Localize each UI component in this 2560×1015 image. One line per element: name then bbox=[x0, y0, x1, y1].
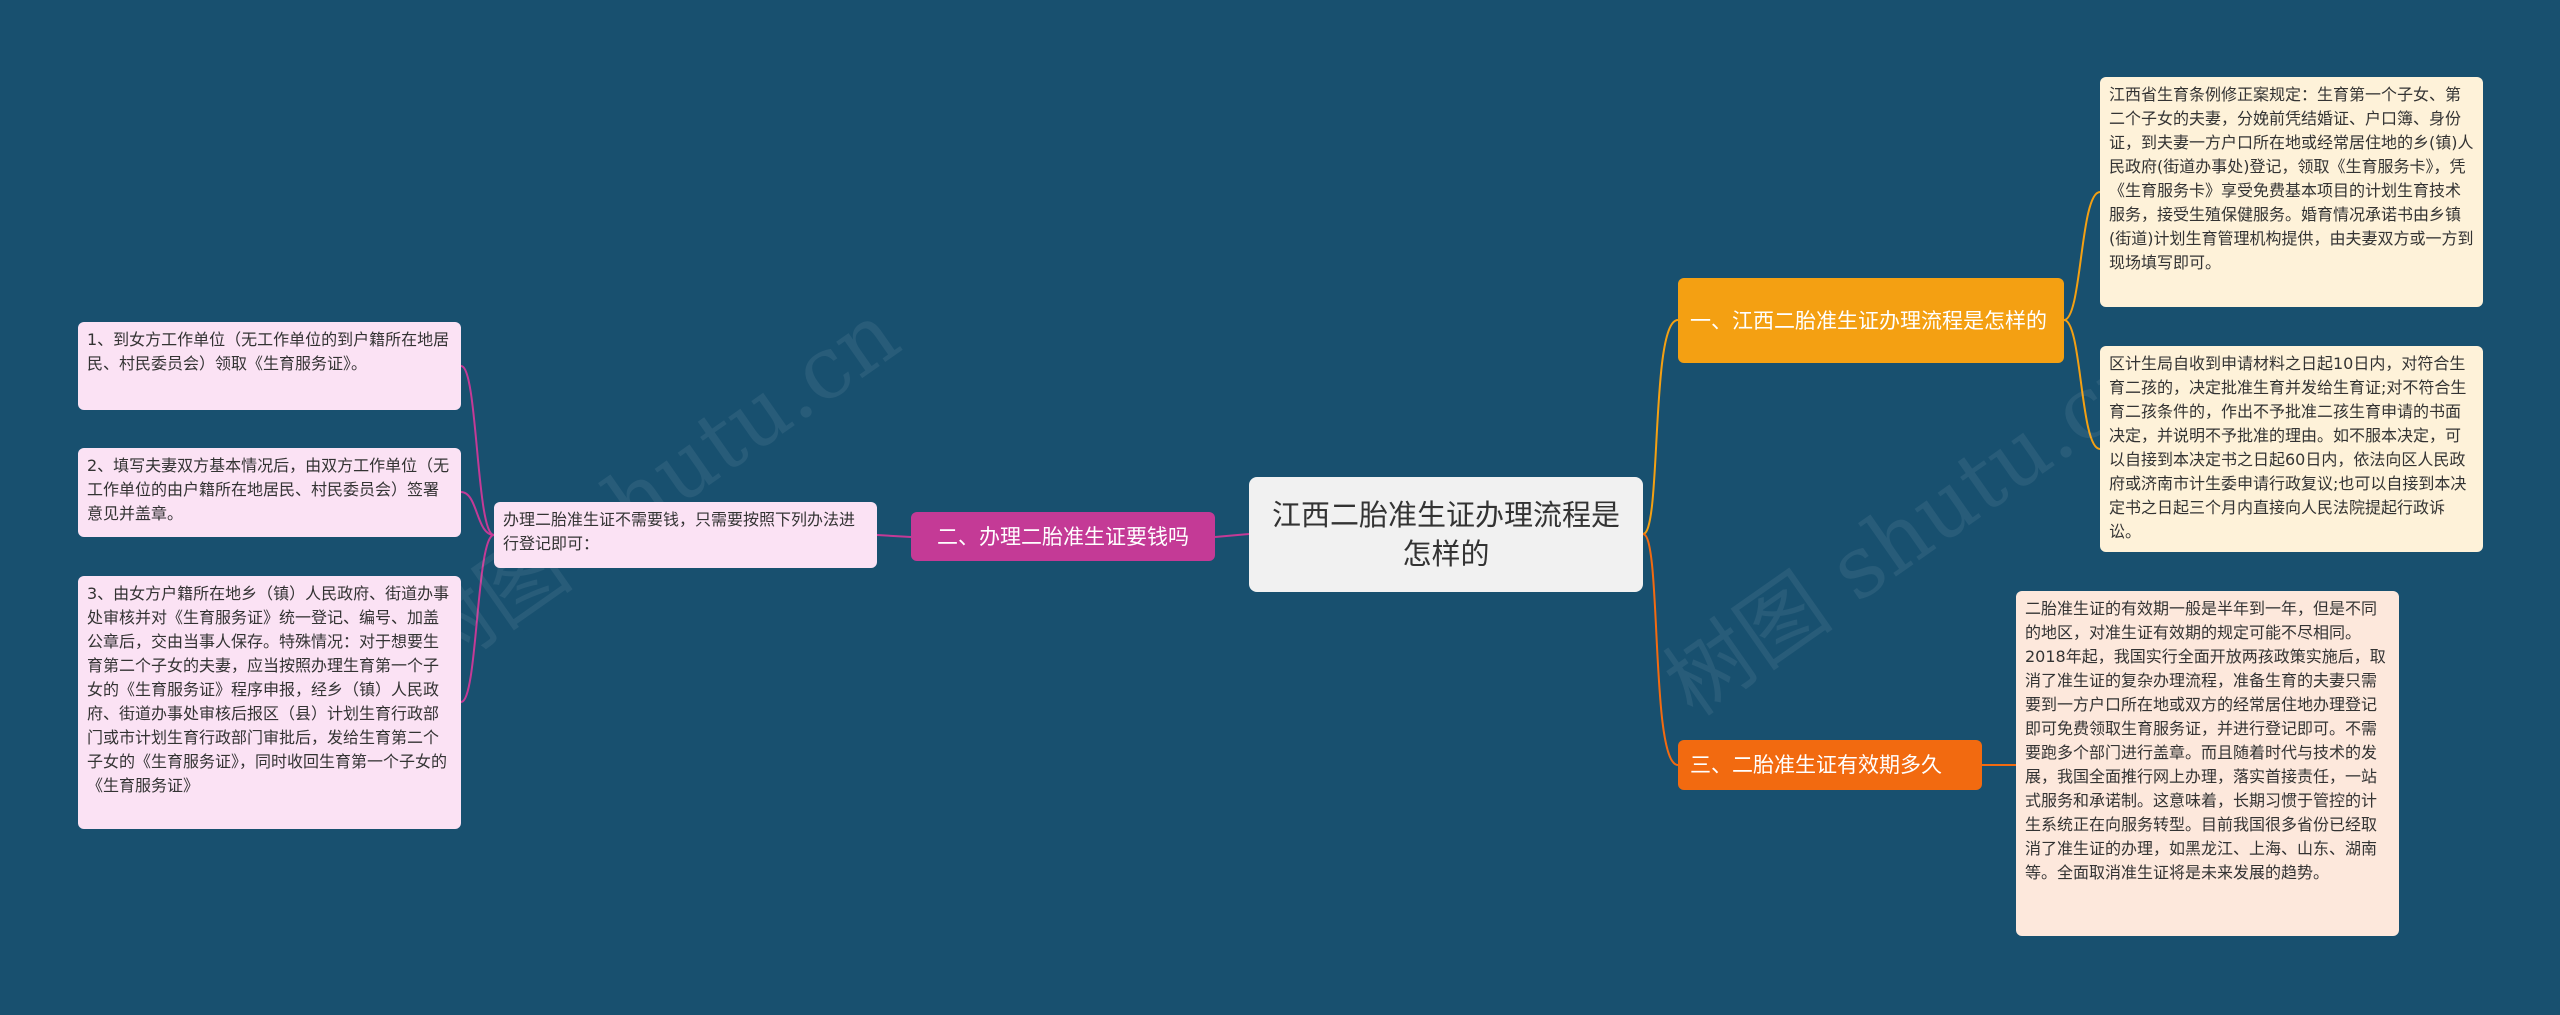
sub-node-cost-summary[interactable]: 办理二胎准生证不需要钱，只需要按照下列办法进行登记即可： bbox=[494, 502, 877, 568]
connector-branch1-leaf2 bbox=[2063, 319, 2101, 450]
leaf-node-process-approval[interactable]: 区计生局自收到申请材料之日起10日内，对符合生育二孩的，决定批准生育并发给生育证… bbox=[2100, 346, 2483, 552]
leaf-node-process-registration[interactable]: 江西省生育条例修正案规定：生育第一个子女、第二个子女的夫妻，分娩前凭结婚证、户口… bbox=[2100, 77, 2483, 307]
connector-middle-leaf1 bbox=[460, 365, 495, 536]
connector-root-branch1 bbox=[1642, 319, 1679, 535]
connector-middle-leaf3 bbox=[460, 534, 495, 703]
root-node[interactable]: 江西二胎准生证办理流程是怎样的 bbox=[1249, 477, 1643, 592]
leaf-node-validity-detail[interactable]: 二胎准生证的有效期一般是半年到一年，但是不同的地区，对准生证有效期的规定可能不尽… bbox=[2016, 591, 2399, 936]
branch-node-cost[interactable]: 二、办理二胎准生证要钱吗 bbox=[911, 512, 1215, 561]
branch-node-validity[interactable]: 三、二胎准生证有效期多久 bbox=[1678, 740, 1982, 790]
leaf-node-cost-step2[interactable]: 2、填写夫妻双方基本情况后，由双方工作单位（无工作单位的由户籍所在地居民、村民委… bbox=[78, 448, 461, 537]
leaf-node-cost-step3[interactable]: 3、由女方户籍所在地乡（镇）人民政府、街道办事处审核并对《生育服务证》统一登记、… bbox=[78, 576, 461, 829]
leaf-node-cost-step1[interactable]: 1、到女方工作单位（无工作单位的到户籍所在地居民、村民委员会）领取《生育服务证》… bbox=[78, 322, 461, 410]
connector-middle-leaf2 bbox=[460, 491, 495, 536]
connector-root-branch3 bbox=[1642, 533, 1679, 766]
connector-branch2-middle bbox=[876, 534, 912, 538]
branch-node-process[interactable]: 一、江西二胎准生证办理流程是怎样的 bbox=[1678, 278, 2064, 363]
connector-root-branch2 bbox=[1214, 533, 1250, 538]
connector-branch1-leaf1 bbox=[2063, 191, 2101, 321]
